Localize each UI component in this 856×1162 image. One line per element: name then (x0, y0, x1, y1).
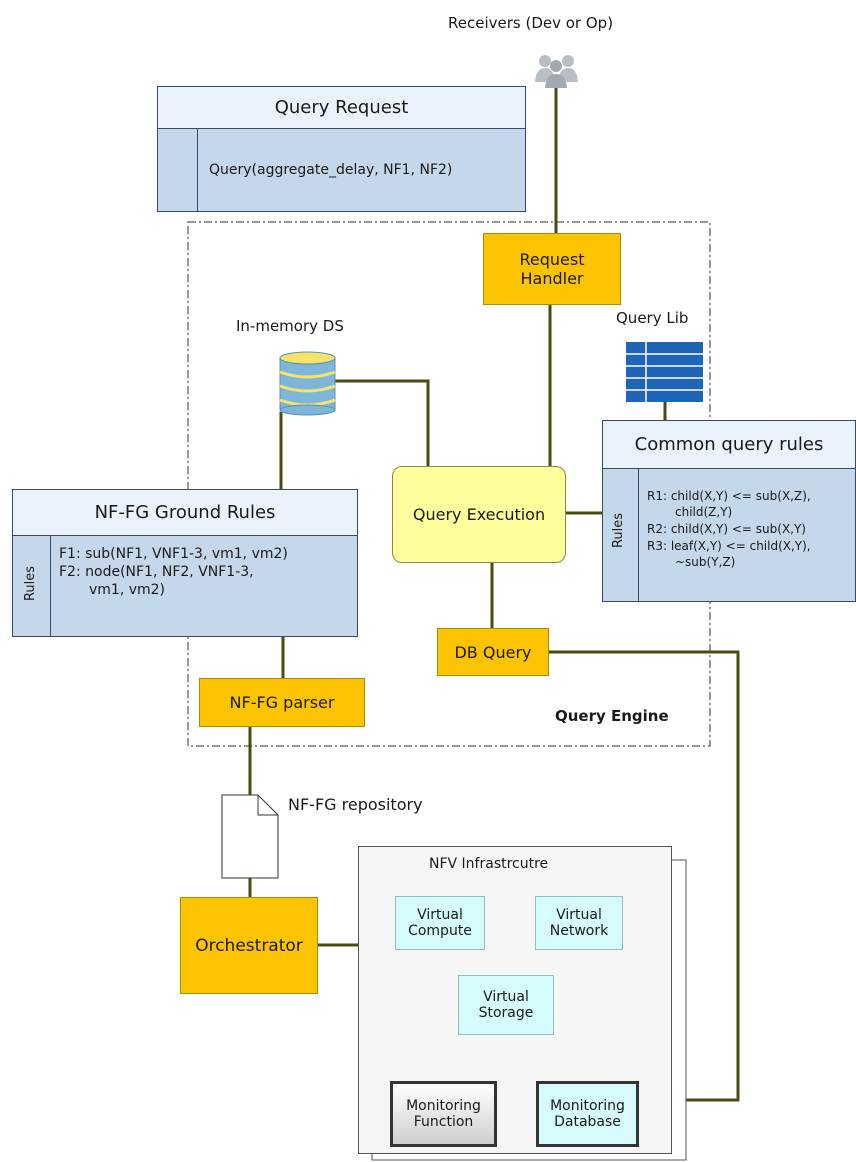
common-query-rules-title: Common query rules (603, 421, 855, 469)
query-lib-label: Query Lib (616, 309, 689, 327)
wire-dbquery-monitoringdb (549, 650, 740, 1102)
monitoring-database-line1: Monitoring (550, 1098, 625, 1114)
nffg-ground-rules-side-label: Rules (23, 565, 39, 602)
virtual-compute-line1: Virtual (417, 907, 463, 923)
wire-ds-execution (335, 379, 430, 466)
nffg-ground-rules-title: NF-FG Ground Rules (13, 490, 357, 536)
query-lib-table-icon (626, 342, 703, 402)
monitoring-function-line2: Function (413, 1114, 474, 1130)
monitoring-function-line1: Monitoring (406, 1098, 481, 1114)
request-handler-line2: Handler (520, 269, 584, 288)
nfv-infrastructure-box: NFV Infrastrcutre Virtual Compute Virtua… (358, 846, 672, 1154)
query-request-title: Query Request (158, 87, 525, 129)
query-execution-box: Query Execution (392, 466, 566, 563)
nffg-ground-rules-box: NF-FG Ground Rules Rules F1: sub(NF1, VN… (12, 489, 358, 637)
nfv-infrastructure-title: NFV Infrastrcutre (429, 856, 549, 872)
virtual-network-line1: Virtual (556, 907, 602, 923)
request-handler-box: Request Handler (483, 233, 621, 305)
monitoring-database-box: Monitoring Database (536, 1081, 639, 1147)
in-memory-ds-label: In-memory DS (236, 317, 344, 335)
receivers-group-icon (535, 55, 578, 88)
query-engine-label: Query Engine (555, 707, 669, 725)
virtual-network-line2: Network (549, 923, 609, 939)
receivers-label: Receivers (Dev or Op) (448, 14, 614, 32)
common-rule-line: ~sub(Y,Z) (675, 555, 736, 569)
query-request-body: Query(aggregate_delay, NF1, NF2) (209, 162, 453, 178)
ground-rule-line: vm1, vm2) (89, 582, 166, 598)
common-rule-line: R3: leaf(X,Y) <= child(X,Y), (647, 539, 811, 553)
database-icon (279, 351, 336, 416)
request-handler-line1: Request (519, 250, 585, 269)
monitoring-database-line2: Database (554, 1114, 621, 1130)
common-rule-line: R1: child(X,Y) <= sub(X,Z), (647, 489, 811, 503)
common-query-rules-side-label: Rules (611, 512, 627, 549)
nffg-repository-label: NF-FG repository (288, 795, 423, 814)
document-icon (221, 794, 279, 879)
virtual-storage-line1: Virtual (483, 989, 529, 1005)
virtual-network-box: Virtual Network (535, 896, 623, 950)
virtual-compute-box: Virtual Compute (395, 896, 485, 950)
virtual-storage-box: Virtual Storage (458, 975, 554, 1035)
query-request-box: Query Request Query(aggregate_delay, NF1… (157, 86, 526, 212)
orchestrator-box: Orchestrator (180, 897, 318, 994)
ground-rule-line: F2: node(NF1, NF2, VNF1-3, (59, 564, 254, 580)
common-rule-line: child(Z,Y) (675, 505, 733, 519)
ground-rule-line: F1: sub(NF1, VNF1-3, vm1, vm2) (59, 546, 288, 562)
db-query-box: DB Query (437, 628, 549, 676)
nffg-ground-rules-side-strip: Rules (13, 536, 51, 636)
common-rule-line: R2: child(X,Y) <= sub(X,Y) (647, 522, 806, 536)
common-query-rules-box: Common query rules Rules R1: child(X,Y) … (602, 420, 856, 602)
virtual-storage-line2: Storage (478, 1005, 534, 1021)
virtual-compute-line2: Compute (408, 923, 472, 939)
monitoring-function-box: Monitoring Function (390, 1081, 497, 1147)
nffg-parser-box: NF-FG parser (199, 678, 365, 727)
query-request-side-strip (158, 129, 198, 211)
common-query-rules-side-strip: Rules (603, 469, 639, 601)
